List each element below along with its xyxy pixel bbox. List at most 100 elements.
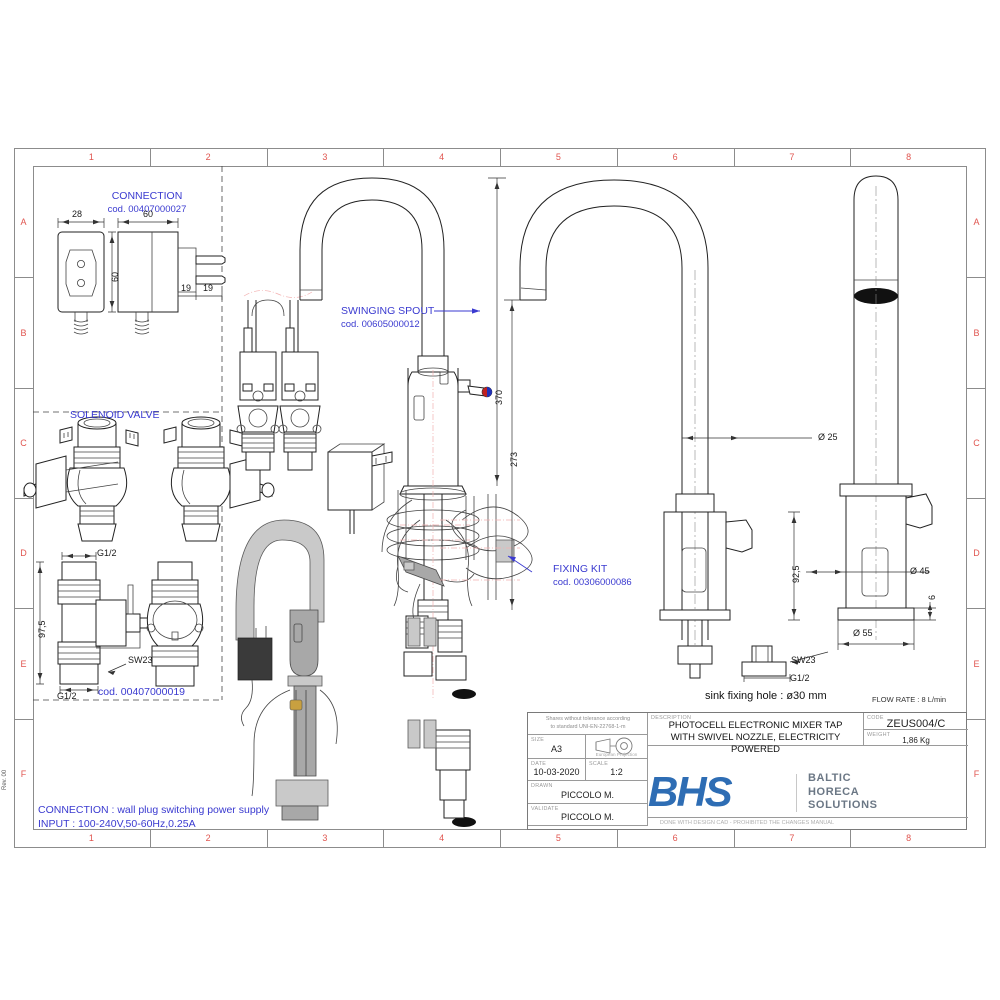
connection-note: CONNECTION : wall plug switching power s…	[38, 803, 269, 831]
tb-date-header: DATE	[531, 761, 547, 767]
adapter-iso	[327, 443, 393, 534]
zone-right-D: D	[973, 548, 980, 559]
logo-divider	[796, 774, 797, 812]
tap-right-elevations	[519, 175, 933, 679]
zone-tick	[383, 829, 385, 848]
title-block: Shares without tolerance according to st…	[527, 712, 968, 830]
bhs-tagline: BALTIC HORECA SOLUTIONS	[808, 772, 878, 813]
note-sink-fixing-hole: sink fixing hole : ø30 mm	[705, 690, 827, 702]
zone-tick	[14, 387, 33, 389]
dim-pin-a: 19	[181, 283, 192, 293]
tb-scale-header: SCALE	[589, 761, 609, 767]
tb-drawn-header: DRAWN	[531, 783, 553, 789]
tb-size-cell: SIZE A3	[528, 735, 586, 759]
zone-tick	[967, 498, 986, 499]
tb-description-l2: WITH SWIVEL NOZZLE, ELECTRICITY POWERED	[670, 732, 841, 755]
tb-tolerance-l2: to standard UNI-EN-22768-1-m	[550, 723, 626, 730]
zone-bottom-6: 6	[672, 833, 678, 843]
tb-date-value: 10-03-2020	[533, 767, 580, 777]
tb-validate-header: VALIDATE	[531, 806, 559, 812]
zone-tick	[967, 718, 986, 720]
zone-top-2: 2	[205, 152, 211, 162]
projection-symbol-icon	[595, 737, 633, 755]
bhs-wordmark: BHS	[648, 768, 733, 815]
callout-solenoid-code: cod. 00407000019	[98, 686, 185, 698]
tb-validate-cell: VALIDATE PICCOLO M.	[528, 804, 648, 826]
zone-tick	[850, 148, 852, 167]
tb-description-header: DESCRIPTION	[651, 715, 692, 721]
dim-solenoid-spanner: SW23	[128, 655, 153, 665]
zone-tick	[14, 277, 33, 279]
tb-code-cell: CODE ZEUS004/C	[864, 713, 968, 730]
dim-spout-height: 370	[494, 389, 504, 405]
dim-connection-height: 60	[110, 271, 120, 282]
dim-tail-spanner: SW23	[791, 655, 816, 665]
zone-left-B: B	[20, 327, 27, 338]
callout-fixing-code: cod. 00306000086	[553, 577, 632, 588]
zone-tick	[383, 148, 385, 167]
tb-code-value: ZEUS004/C	[886, 718, 946, 730]
connection-note-line2: INPUT : 100-240V,50-60Hz,0.25A	[38, 818, 196, 830]
zone-tick	[733, 148, 735, 167]
zone-top-8: 8	[906, 152, 912, 162]
dim-connection-body: 60	[143, 209, 154, 219]
bhs-logo: BHS BALTIC HORECA SOLUTIONS	[648, 768, 918, 818]
zone-bottom-5: 5	[555, 833, 561, 843]
dim-tail-thread: G1/2	[790, 673, 810, 683]
exploded-assembly-iso	[235, 490, 533, 821]
zone-right-C: C	[973, 437, 980, 448]
zone-tick	[14, 498, 33, 499]
tb-validate-value: PICCOLO M.	[560, 812, 614, 822]
zone-right-B: B	[973, 327, 980, 338]
tb-scale-value: 1:2	[610, 767, 623, 777]
tb-weight-cell: WEIGHT 1,86 Kg	[864, 730, 968, 746]
tb-weight-header: WEIGHT	[867, 732, 891, 738]
tb-projection-label: European Projection	[595, 752, 638, 757]
zone-bottom-4: 4	[439, 833, 445, 843]
zone-tick	[149, 829, 151, 848]
zone-left-A: A	[20, 217, 27, 228]
zone-left-F: F	[20, 768, 27, 779]
zone-tick	[616, 148, 618, 167]
dim-solenoid-height: 97,5	[37, 620, 47, 638]
connection-detail-views	[57, 218, 226, 335]
tb-tolerance-cell: Shares without tolerance according to st…	[528, 713, 648, 735]
zone-tick	[733, 829, 735, 848]
zone-tick	[967, 387, 986, 389]
dim-thread-bottom: G1/2	[57, 691, 77, 701]
zone-tick	[500, 829, 501, 848]
zone-top-3: 3	[322, 152, 328, 162]
zone-bottom-2: 2	[205, 833, 211, 843]
dim-body-height: 273	[509, 451, 519, 467]
tb-scale-cell: SCALE 1:2	[586, 759, 648, 781]
zone-bottom-8: 8	[906, 833, 912, 843]
bhs-tagline-l3: SOLUTIONS	[808, 799, 878, 811]
tb-date-cell: DATE 10-03-2020	[528, 759, 586, 781]
zone-top-1: 1	[88, 152, 94, 162]
zone-tick	[616, 829, 618, 848]
callout-fixing-title: FIXING KIT	[553, 563, 608, 575]
valve-pair-assembly	[236, 290, 322, 471]
callout-connection: CONNECTION cod. 00407000027	[92, 190, 202, 216]
tb-cad-footer: DONE WITH DESIGN CAD - PROHIBITED THE CH…	[659, 820, 835, 826]
zone-right-F: F	[973, 768, 980, 779]
dimension-annotations	[488, 177, 936, 682]
solenoid-ortho-views	[36, 552, 204, 694]
zone-tick	[149, 148, 151, 167]
zone-tick	[850, 829, 852, 848]
callout-spout-code: cod. 00605000012	[341, 319, 420, 330]
callout-fixing-kit: FIXING KIT cod. 00306000086	[553, 563, 632, 589]
tb-description-cell: DESCRIPTION PHOTOCELL ELECTRONIC MIXER T…	[648, 713, 864, 755]
zone-tick	[14, 718, 33, 720]
dim-thread-top: G1/2	[97, 548, 117, 558]
dim-flange-thickness: 6	[927, 594, 937, 600]
zone-right-E: E	[973, 658, 980, 669]
zone-bottom-7: 7	[789, 833, 795, 843]
callout-solenoid-title: SOLENOID VALVE	[70, 409, 160, 421]
zone-bottom-1: 1	[88, 833, 94, 843]
callout-leaders	[434, 308, 533, 573]
tb-weight-value: 1,86 Kg	[902, 736, 930, 745]
zone-left-D: D	[20, 548, 27, 559]
note-flow-rate: FLOW RATE : 8 L/min	[872, 695, 947, 704]
